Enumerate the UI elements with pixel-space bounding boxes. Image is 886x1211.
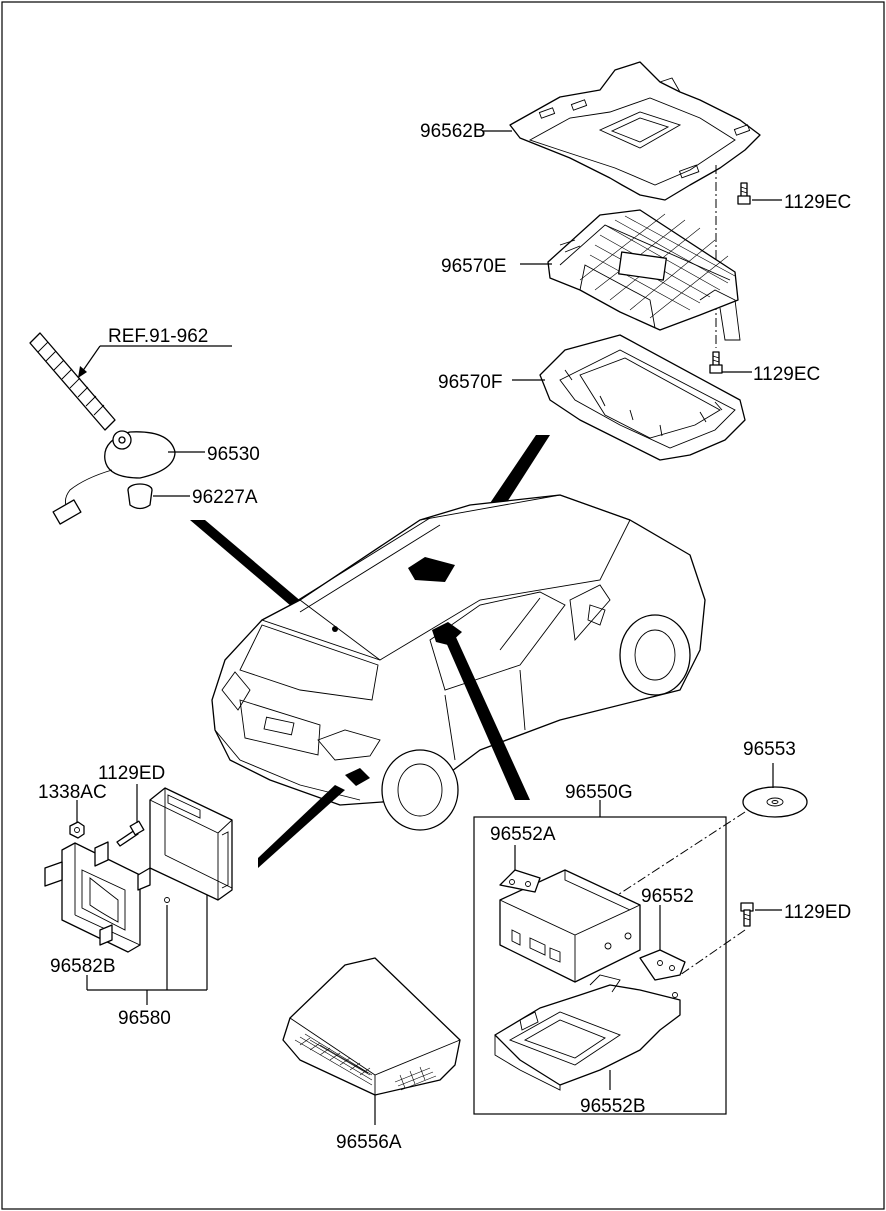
leader-ref <box>81 345 101 373</box>
label-96552: 96552 <box>641 886 694 907</box>
label-1129EC-lower: 1129EC <box>753 364 820 385</box>
label-1129ED-right: 1129ED <box>784 902 851 923</box>
module-96570E <box>547 209 741 341</box>
arrow-trunk-unit <box>258 785 345 868</box>
label-96227A: 96227A <box>192 487 258 508</box>
label-96580: 96580 <box>118 1008 171 1029</box>
label-96562B: 96562B <box>420 121 486 142</box>
grommet-96227A <box>127 483 153 510</box>
dash-line-disc <box>609 811 746 901</box>
arrow-pillar-unit <box>445 635 530 800</box>
antenna-96530 <box>29 332 176 525</box>
bolt-1129ED-left <box>116 820 145 847</box>
screw-1129EC-lower <box>709 351 723 374</box>
label-96570F: 96570F <box>438 372 502 393</box>
bracket-96552A <box>499 869 541 893</box>
label-96556A: 96556A <box>336 1132 402 1153</box>
label-96570E: 96570E <box>441 256 507 277</box>
label-96552A: 96552A <box>490 824 556 845</box>
bracket-96582B <box>44 841 151 953</box>
unit-96550G <box>499 869 641 983</box>
bracket-96552B <box>494 974 681 1091</box>
label-96553: 96553 <box>743 739 796 760</box>
disc-96553 <box>742 786 808 818</box>
leader-96580-group <box>86 895 208 1005</box>
cover-96556A <box>282 957 461 1096</box>
label-96582B: 96582B <box>50 956 116 977</box>
label-1338AC: 1338AC <box>38 782 107 803</box>
label-1129EC-upper: 1129EC <box>784 192 851 213</box>
nut-1338AC <box>69 821 85 839</box>
label-ref: REF.91-962 <box>108 326 208 347</box>
bolt-1129ED-right <box>740 902 754 927</box>
label-96552B: 96552B <box>580 1096 646 1117</box>
label-96530: 96530 <box>207 444 260 465</box>
dash-line-bolt <box>679 929 746 976</box>
screw-1129EC-upper <box>737 182 751 205</box>
trim-96570F <box>539 334 746 461</box>
ref-arrow-head <box>78 366 87 378</box>
bracket-96552 <box>639 949 686 981</box>
label-96550G: 96550G <box>565 782 633 803</box>
label-1129ED-left: 1129ED <box>98 763 165 784</box>
bracket-plate-96562B <box>509 61 761 201</box>
unit-96580 <box>149 787 233 903</box>
